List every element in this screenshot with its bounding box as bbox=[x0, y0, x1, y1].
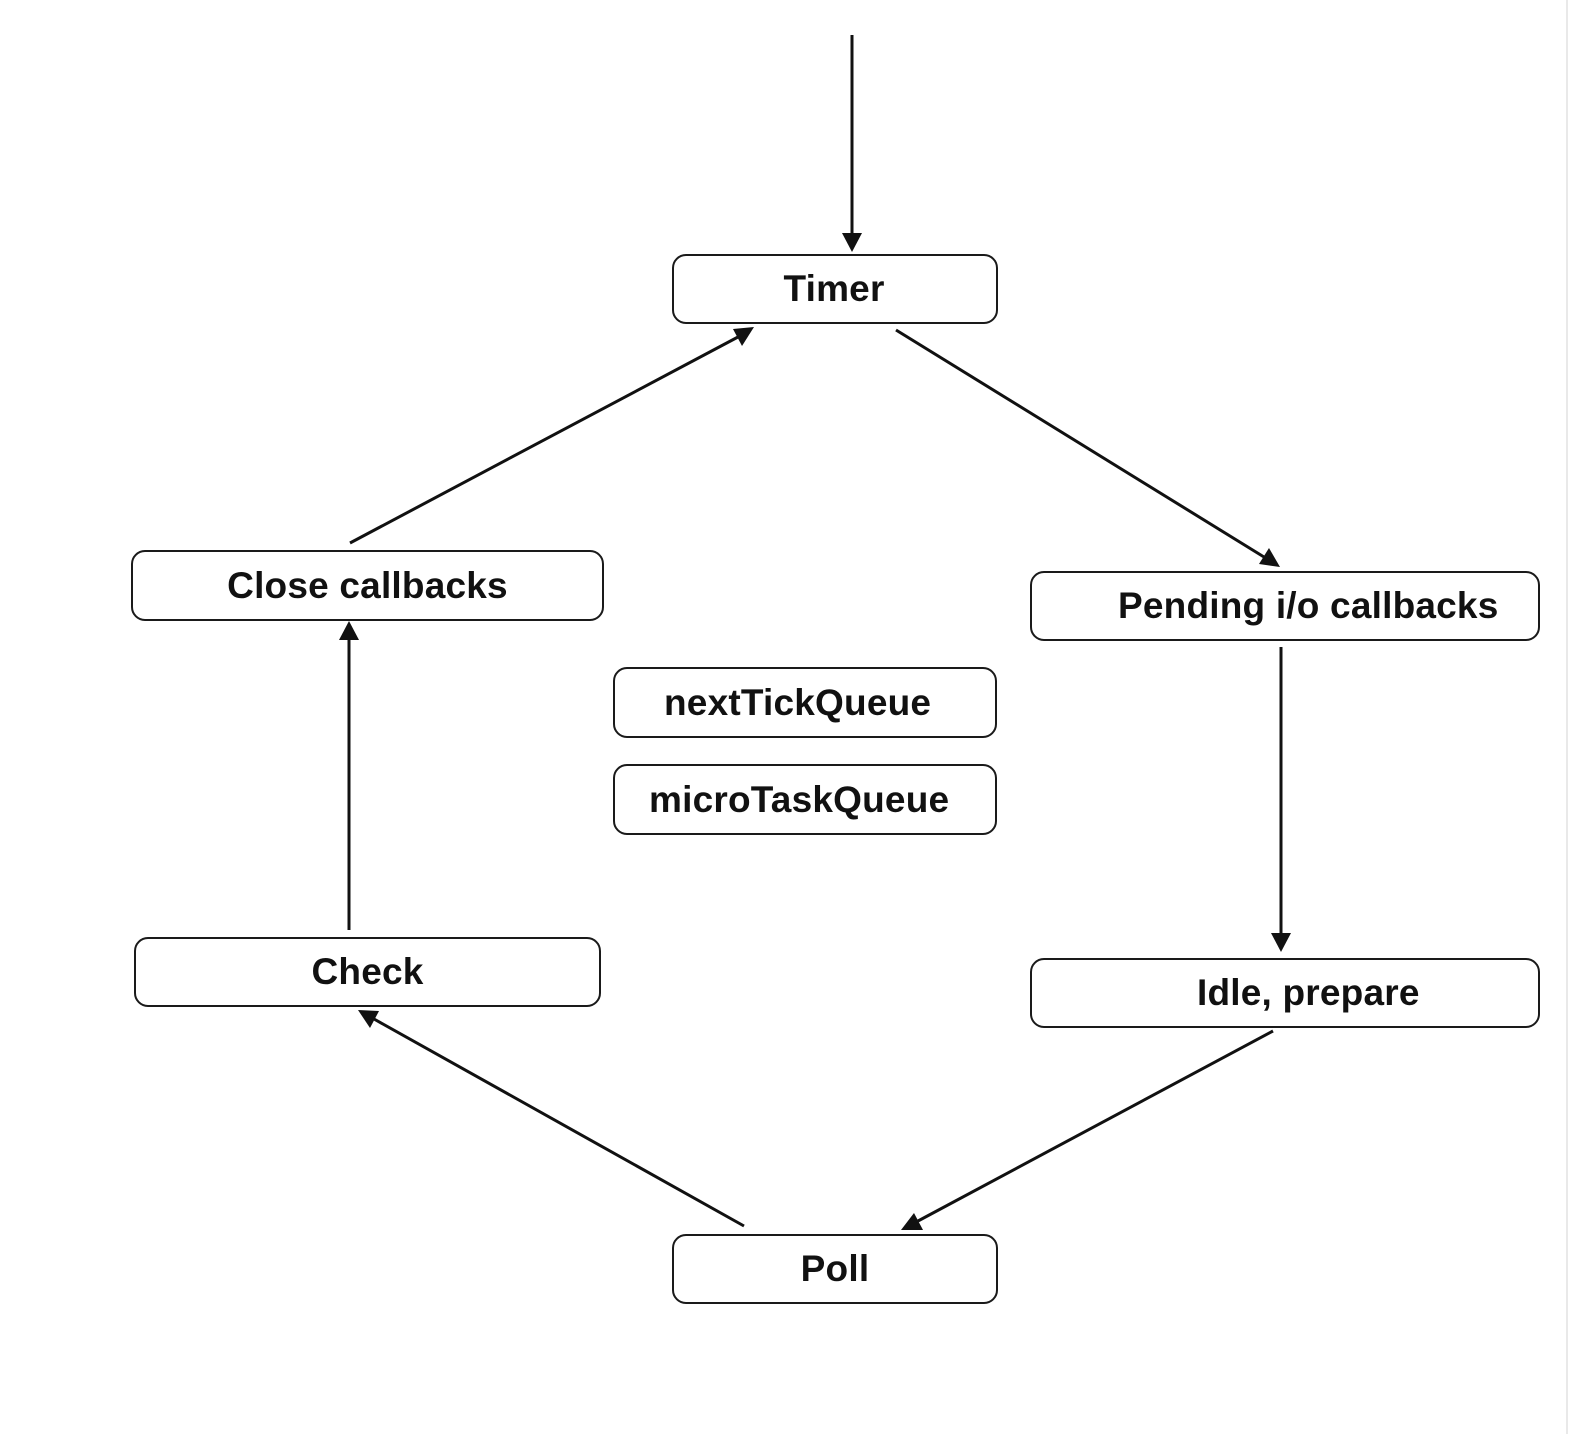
idle-prepare-phase-box: Idle, prepare bbox=[1030, 958, 1540, 1028]
timer-to-pending-arrowhead bbox=[1259, 548, 1280, 567]
idle-prepare-phase-label: Idle, prepare bbox=[1197, 972, 1420, 1013]
pending-to-idle-arrowhead bbox=[1271, 933, 1291, 952]
timer-phase-label: Timer bbox=[783, 268, 885, 309]
pending-io-callbacks-phase-box: Pending i/o callbacks bbox=[1030, 571, 1540, 641]
poll-to-check-arrow bbox=[373, 1017, 745, 1228]
close-to-timer-arrowhead bbox=[733, 327, 754, 346]
micro-task-queue-label: microTaskQueue bbox=[649, 778, 950, 820]
poll-to-check-arrowhead bbox=[358, 1010, 379, 1028]
timer-phase-box: Timer bbox=[672, 254, 998, 324]
close-to-timer-arrow bbox=[349, 335, 739, 545]
close-callbacks-phase-label: Close callbacks bbox=[227, 564, 508, 606]
idle-to-poll-arrow bbox=[917, 1029, 1274, 1223]
idle-to-poll-arrowhead bbox=[901, 1213, 923, 1230]
timer-to-pending-arrow bbox=[895, 328, 1265, 559]
entry-arrowhead bbox=[842, 233, 862, 252]
check-to-close-arrowhead bbox=[339, 621, 359, 640]
next-tick-queue-label: nextTickQueue bbox=[664, 681, 932, 723]
micro-task-queue-box: microTaskQueue bbox=[613, 764, 997, 835]
check-phase-box: Check bbox=[134, 937, 601, 1007]
next-tick-queue-box: nextTickQueue bbox=[613, 667, 997, 738]
poll-phase-box: Poll bbox=[672, 1234, 998, 1304]
page-edge-divider bbox=[1566, 0, 1568, 1434]
check-phase-label: Check bbox=[311, 951, 424, 992]
pending-io-callbacks-phase-label: Pending i/o callbacks bbox=[1118, 585, 1499, 626]
poll-phase-label: Poll bbox=[800, 1248, 870, 1289]
close-callbacks-phase-box: Close callbacks bbox=[131, 550, 604, 621]
